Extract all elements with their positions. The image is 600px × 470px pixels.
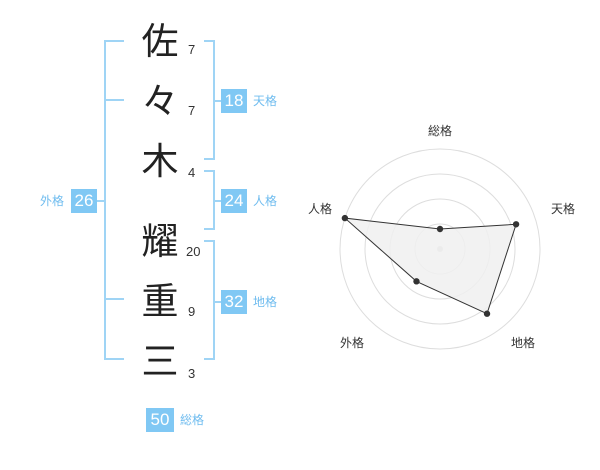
radar-axis-label-gaikaku: 外格 bbox=[340, 336, 365, 350]
radar-ring-3 bbox=[364, 173, 516, 325]
jinkaku-value: 24 bbox=[221, 189, 247, 213]
radar-point-2 bbox=[512, 221, 520, 228]
stroke-count-4: 20 bbox=[186, 244, 201, 259]
radar-axis-label-soukaku: 総格 bbox=[428, 124, 453, 138]
chikaku-value: 32 bbox=[221, 290, 247, 314]
radar-axis-label-tenkaku: 天格 bbox=[551, 202, 576, 216]
stroke-count-3: 4 bbox=[188, 165, 196, 180]
name-char-3: 木 bbox=[141, 140, 179, 183]
stroke-count-2: 7 bbox=[188, 103, 196, 118]
tenkaku-value: 18 bbox=[221, 89, 247, 113]
radar-ring-4 bbox=[339, 148, 541, 350]
jinkaku-label: 人格 bbox=[253, 194, 278, 208]
tenkaku-label: 天格 bbox=[253, 94, 278, 108]
radar-point-3 bbox=[483, 310, 491, 317]
radar-axis-label-jinkaku: 人格 bbox=[308, 202, 333, 216]
soukaku-value: 50 bbox=[146, 408, 174, 432]
stroke-count-1: 7 bbox=[188, 42, 196, 57]
stroke-count-6: 3 bbox=[188, 366, 196, 381]
name-char-6: 三 bbox=[141, 340, 179, 383]
radar-point-1 bbox=[436, 225, 444, 233]
radar-area bbox=[343, 217, 517, 315]
gaikaku-label: 外格 bbox=[40, 194, 65, 208]
stroke-count-5: 9 bbox=[188, 304, 196, 319]
radar-point-4 bbox=[413, 278, 420, 285]
name-char-1: 佐 bbox=[141, 20, 179, 63]
gaikaku-value: 26 bbox=[71, 189, 97, 213]
radar-axis-label-chikaku: 地格 bbox=[511, 336, 536, 350]
name-char-5: 重 bbox=[141, 280, 179, 323]
name-char-2: 々 bbox=[141, 80, 179, 123]
name-char-4: 耀 bbox=[141, 220, 179, 263]
chikaku-label: 地格 bbox=[253, 295, 278, 309]
radar-point-5 bbox=[341, 214, 349, 222]
soukaku-label: 総格 bbox=[180, 413, 205, 427]
